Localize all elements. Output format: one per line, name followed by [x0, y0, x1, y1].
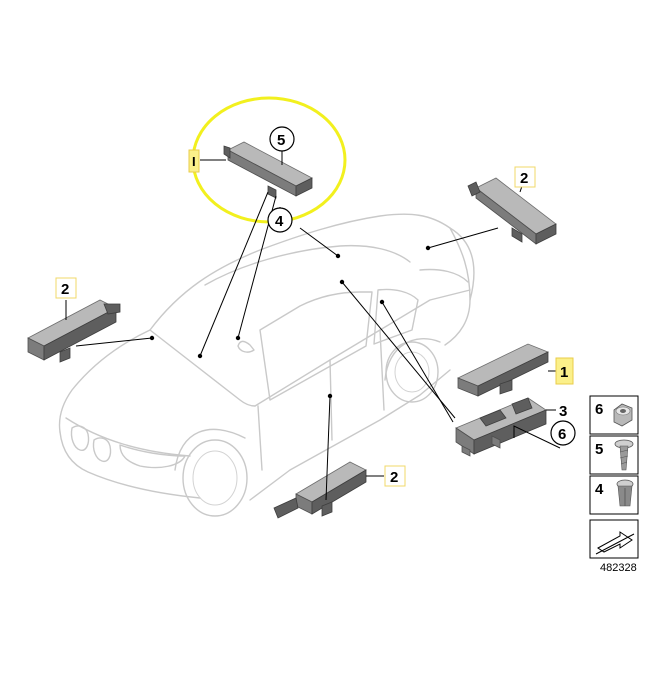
part-antenna-left[interactable] — [27, 299, 121, 363]
fastener-legend: 6 5 4 — [589, 395, 639, 559]
callout-2b-box — [55, 277, 77, 299]
direction-arrow-icon — [595, 531, 635, 555]
callout-3[interactable]: 3 — [559, 403, 567, 420]
car-outline — [58, 213, 475, 517]
nut-icon — [613, 403, 633, 427]
screw-icon — [614, 439, 634, 471]
diagram-reference-number: 482328 — [600, 562, 637, 574]
callout-4-circle — [267, 207, 293, 233]
callout-6[interactable]: 6 — [558, 426, 566, 443]
callout-5-circle — [269, 126, 295, 152]
callout-2-left[interactable]: 2 — [61, 281, 69, 298]
part-module[interactable] — [457, 343, 549, 397]
callout-1[interactable]: 1 — [560, 364, 568, 381]
callout-I[interactable]: I — [192, 154, 196, 169]
part-antenna-right-top[interactable] — [467, 177, 557, 245]
legend-num-5: 5 — [595, 441, 603, 458]
callout-2-bottom[interactable]: 2 — [390, 469, 398, 486]
callout-2c-box — [384, 465, 406, 487]
legend-num-6: 6 — [595, 401, 603, 418]
expanding-rivet-icon — [616, 479, 634, 507]
callout-6-circle — [550, 420, 576, 446]
callout-5[interactable]: 5 — [277, 132, 285, 149]
callout-I-box — [188, 149, 200, 173]
callout-2-right-top[interactable]: 2 — [520, 170, 528, 187]
callout-1-box — [555, 357, 574, 385]
part-bracket[interactable] — [455, 397, 547, 457]
legend-num-4: 4 — [595, 481, 604, 498]
attach-points — [149, 245, 431, 399]
part-antenna-bottom[interactable] — [273, 461, 367, 519]
callout-4[interactable]: 4 — [275, 213, 284, 230]
callout-2a-box — [514, 166, 536, 188]
part-antenna-top[interactable] — [223, 141, 313, 199]
